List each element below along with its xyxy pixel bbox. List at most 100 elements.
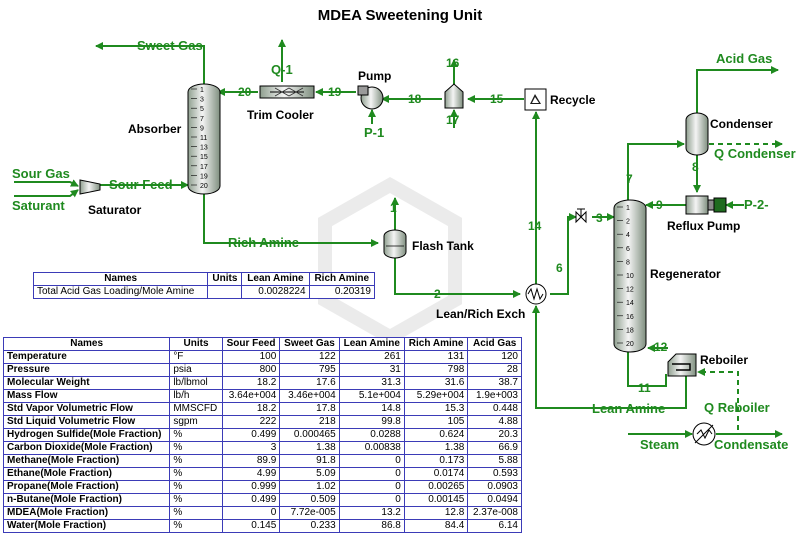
property-name-cell: Propane(Mole Fraction): [2, 480, 171, 494]
property-value-cell: 0: [338, 493, 405, 507]
property-value-cell: 0.173: [403, 454, 469, 468]
absorber-tray-label: 9: [200, 125, 204, 132]
property-units-cell: °F: [169, 350, 223, 364]
property-value-cell: 15.3: [403, 402, 469, 416]
regenerator-tray-label: 1: [626, 205, 630, 212]
regenerator-tray-label: 12: [626, 287, 634, 294]
absorber-tray-label: 13: [200, 145, 208, 152]
property-value-cell: 31.3: [338, 376, 405, 390]
property-units-cell: sgpm: [169, 415, 223, 429]
property-units-cell: %: [169, 493, 223, 507]
property-value-cell: 0.448: [467, 402, 522, 416]
trim-cooler[interactable]: [259, 85, 315, 99]
property-units-cell: psia: [169, 363, 223, 377]
property-value-cell: 0: [338, 467, 405, 481]
property-name-cell: Mass Flow: [2, 389, 171, 403]
stream-rich-amine-line[interactable]: [203, 194, 379, 247]
stream-lean-amine-line[interactable]: [532, 305, 687, 409]
absorber-tray-label: 3: [200, 97, 204, 104]
property-value-cell: 1.38: [279, 441, 340, 455]
flash-tank[interactable]: [383, 229, 407, 259]
property-units-cell: MMSCFD: [169, 402, 223, 416]
stream-sweet-gas-line[interactable]: [95, 42, 205, 86]
reboiler-label: Reboiler: [700, 353, 748, 367]
stream-2-line[interactable]: [394, 256, 521, 298]
lean-rich-exchanger[interactable]: [525, 283, 547, 305]
stream-6-line[interactable]: [550, 213, 577, 295]
property-value-cell: 5.1e+004: [338, 389, 405, 403]
regenerator-tray-label: 4: [626, 232, 630, 239]
property-value-cell: 0.0288: [338, 428, 405, 442]
regenerator-tray-label: 6: [626, 246, 630, 253]
reboiler[interactable]: [667, 353, 697, 377]
saturator-mixer[interactable]: [79, 179, 101, 195]
stream-sour-gas-line[interactable]: [14, 179, 79, 187]
props-header-sour-feed: Sour Feed: [221, 337, 281, 351]
stream-number-3: 3: [596, 211, 603, 225]
property-value-cell: 0.999: [221, 480, 281, 494]
condenser-vessel[interactable]: [685, 112, 709, 156]
mixer[interactable]: [444, 83, 464, 109]
q1-label: Q-1: [271, 62, 293, 77]
regenerator-tray-label: 20: [626, 341, 634, 348]
property-name-cell: Methane(Mole Fraction): [2, 454, 171, 468]
regenerator-tray-label: 14: [626, 300, 634, 307]
property-units-cell: %: [169, 480, 223, 494]
stream-number-17: 17: [446, 113, 460, 127]
rich-amine-label: Rich Amine: [228, 235, 299, 250]
property-value-cell: 100: [221, 350, 281, 364]
flash-tank-label: Flash Tank: [412, 239, 474, 253]
property-value-cell: 120: [467, 350, 522, 364]
property-value-cell: 795: [279, 363, 340, 377]
stream-number-15: 15: [490, 92, 504, 106]
stream-11-line[interactable]: [627, 351, 667, 387]
condenser-label: Condenser: [710, 117, 773, 131]
pump[interactable]: [357, 85, 384, 110]
property-value-cell: 105: [403, 415, 469, 429]
props-header-rich-amine: Rich Amine: [403, 337, 469, 351]
energy-q-reboiler-line[interactable]: [697, 368, 739, 430]
regenerator-tray-label: 16: [626, 314, 634, 321]
acid-gas-label: Acid Gas: [716, 51, 772, 66]
stream-7-line[interactable]: [627, 140, 685, 202]
property-value-cell: 3.64e+004: [221, 389, 281, 403]
stream-saturant-line[interactable]: [14, 189, 79, 198]
regenerator-tray-label: 10: [626, 273, 634, 280]
property-value-cell: 1.38: [403, 441, 469, 455]
letdown-valve[interactable]: [575, 208, 587, 224]
loading-row-units: [207, 285, 243, 299]
steam-label: Steam: [640, 437, 679, 452]
regenerator-tray-label: 18: [626, 327, 634, 334]
regenerator-tray-label: 8: [626, 259, 630, 266]
property-value-cell: 0.624: [403, 428, 469, 442]
property-value-cell: 4.88: [467, 415, 522, 429]
property-value-cell: 38.7: [467, 376, 522, 390]
property-units-cell: %: [169, 519, 223, 533]
loading-row-lean-amine: 0.0028224: [241, 285, 310, 299]
property-units-cell: %: [169, 454, 223, 468]
property-value-cell: 0.145: [221, 519, 281, 533]
property-value-cell: 5.29e+004: [403, 389, 469, 403]
stream-acid-gas-line[interactable]: [696, 66, 779, 114]
reflux-pump[interactable]: [685, 195, 727, 215]
property-value-cell: 14.8: [338, 402, 405, 416]
reflux-pump-label: Reflux Pump: [667, 219, 740, 233]
property-name-cell: Molecular Weight: [2, 376, 171, 390]
property-units-cell: lb/h: [169, 389, 223, 403]
stream-number-14: 14: [528, 219, 542, 233]
recycle-block[interactable]: [524, 88, 547, 111]
steam-heater[interactable]: [692, 422, 716, 446]
property-value-cell: 17.6: [279, 376, 340, 390]
property-value-cell: 86.8: [338, 519, 405, 533]
property-value-cell: 261: [338, 350, 405, 364]
absorber-tray-label: 5: [200, 106, 204, 113]
property-value-cell: 0.00145: [403, 493, 469, 507]
property-value-cell: 2.37e-008: [467, 506, 522, 520]
